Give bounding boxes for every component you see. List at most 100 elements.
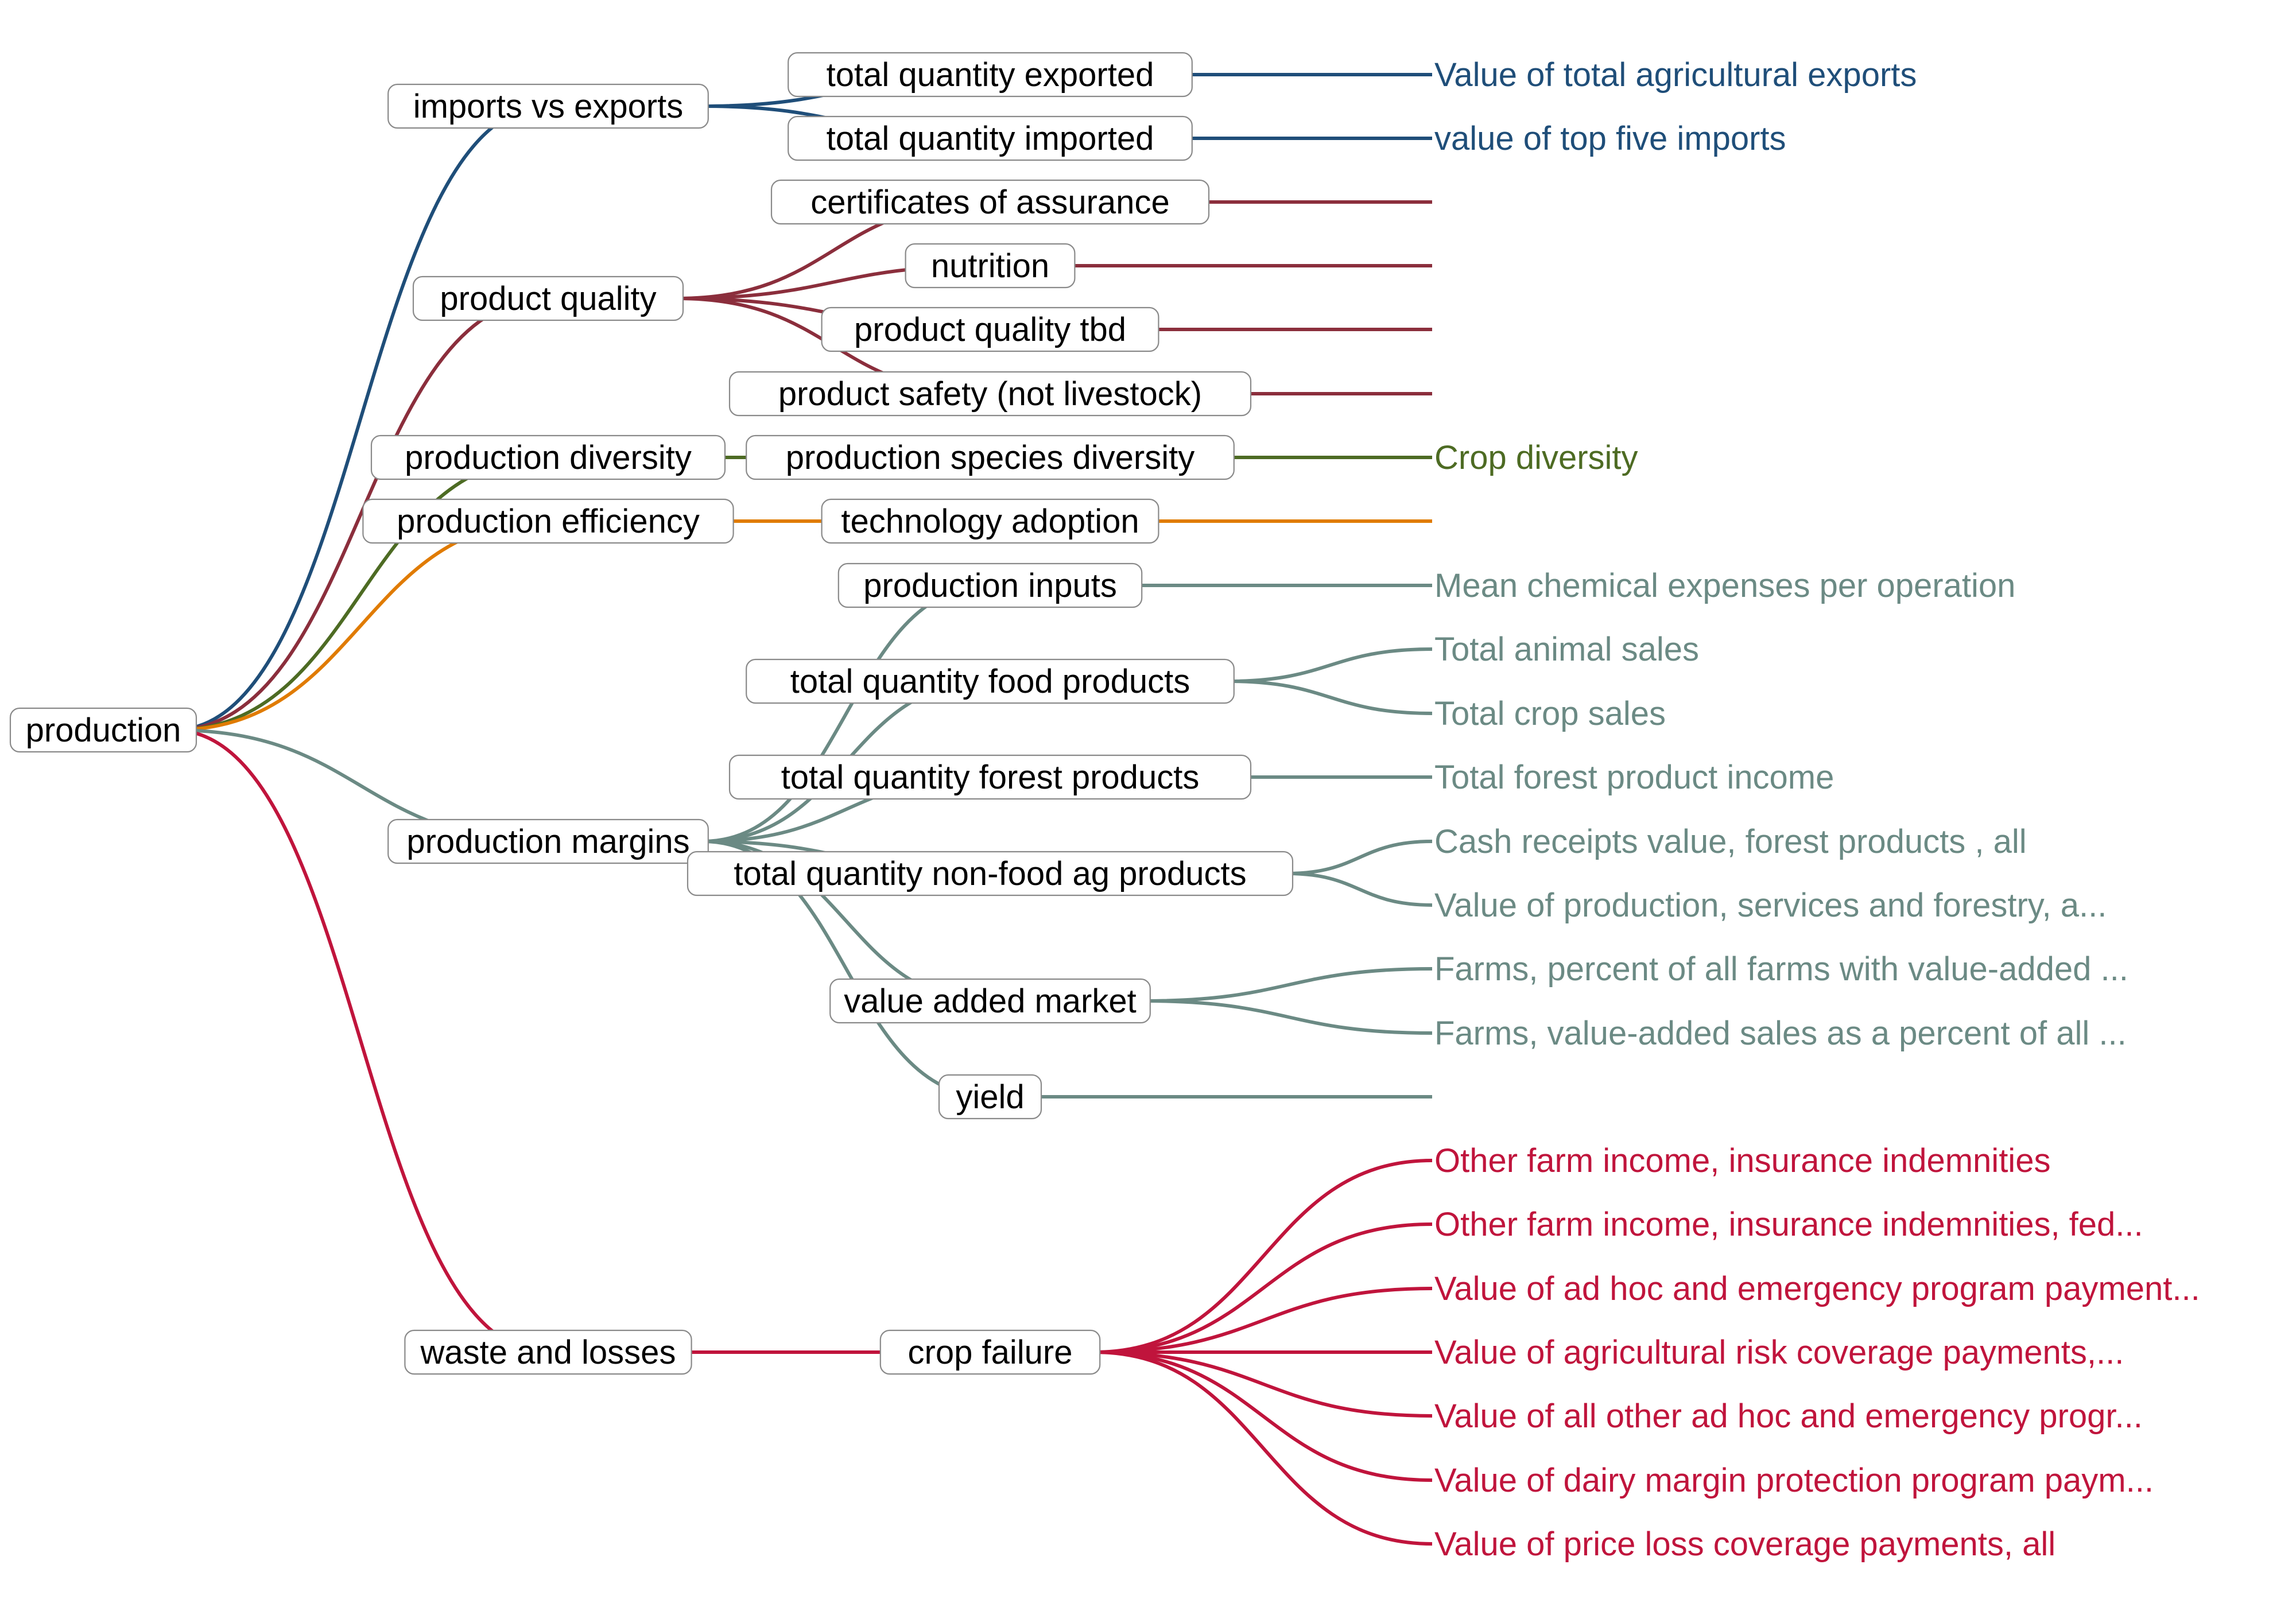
node-box <box>829 978 1151 1024</box>
node-label: product safety (not livestock) <box>778 375 1202 413</box>
node-box <box>728 371 1252 417</box>
leaf-label-total-forest-product-income: Total forest product income <box>1434 759 1834 796</box>
leaf-label-value-of-dairy-margin-protection-program-paym: Value of dairy margin protection program… <box>1434 1462 2154 1499</box>
node-label: total quantity imported <box>827 120 1154 157</box>
node-label: production species diversity <box>786 439 1194 476</box>
node-box <box>746 658 1235 704</box>
node-box <box>387 83 709 129</box>
node-label: production efficiency <box>397 503 700 540</box>
node-box <box>370 434 726 480</box>
leaf-label-total-animal-sales: Total animal sales <box>1434 631 1699 668</box>
node-total-quantity-non-food-ag-products[interactable]: total quantity non-food ag products <box>687 851 1294 896</box>
node-label: product quality <box>440 280 656 317</box>
node-box <box>9 707 197 753</box>
node-imports-vs-exports[interactable]: imports vs exports <box>387 83 709 129</box>
node-total-quantity-imported[interactable]: total quantity imported <box>788 115 1193 161</box>
leaf-label-farms-percent-of-all-farms-with-value-added: Farms, percent of all farms with value-a… <box>1434 950 2128 988</box>
edge-production-to-production-efficiency <box>173 519 549 732</box>
tree-edges <box>173 72 1433 1546</box>
leaf-label-value-of-top-five-imports: value of top five imports <box>1434 120 1786 157</box>
tree-nodes: Value of total agricultural exports value… <box>9 52 2200 1563</box>
node-box <box>788 52 1193 98</box>
node-label: yield <box>956 1078 1024 1116</box>
node-value-added-market[interactable]: value added market <box>829 978 1151 1024</box>
leaf-label-value-of-production-services-and-forestry-a: Value of production, services and forest… <box>1434 887 2107 924</box>
node-box <box>821 498 1159 544</box>
edge-total-quantity-food-products-to-leaf <box>1228 680 1433 715</box>
edge-crop-failure-to-leaf <box>1094 1350 1433 1546</box>
edge-production-to-production-diversity <box>173 456 549 732</box>
node-box <box>404 1329 692 1375</box>
node-product-quality-tbd[interactable]: product quality tbd <box>821 306 1159 352</box>
leaf-label-farms-value-added-sales-as-a-percent-of-all: Farms, value-added sales as a percent of… <box>1434 1015 2127 1052</box>
edge-production-to-waste-and-losses <box>173 728 549 1354</box>
leaf-label-value-of-agricultural-risk-coverage-payments: Value of agricultural risk coverage paym… <box>1434 1334 2124 1371</box>
edge-crop-failure-to-leaf <box>1094 1350 1433 1418</box>
node-box <box>905 243 1076 289</box>
leaf-label-value-of-all-other-ad-hoc-and-emergency-progr: Value of all other ad hoc and emergency … <box>1434 1398 2143 1435</box>
node-box <box>728 754 1252 800</box>
node-box <box>938 1074 1042 1120</box>
edge-crop-failure-to-leaf <box>1094 1350 1433 1482</box>
node-total-quantity-exported[interactable]: total quantity exported <box>788 52 1193 98</box>
node-production-diversity[interactable]: production diversity <box>370 434 726 480</box>
edge-production-to-imports-vs-exports <box>173 104 549 732</box>
node-box <box>770 179 1210 225</box>
node-product-quality[interactable]: product quality <box>412 275 684 321</box>
edge-value-added-market-to-leaf <box>1144 967 1433 1003</box>
leaf-label-cash-receipts-value-forest-products-all: Cash receipts value, forest products , a… <box>1434 823 2027 860</box>
node-production-efficiency[interactable]: production efficiency <box>362 498 734 544</box>
node-label: technology adoption <box>841 503 1139 540</box>
node-production[interactable]: production <box>9 707 197 753</box>
node-label: production margins <box>406 823 689 860</box>
edge-crop-failure-to-leaf <box>1094 1222 1433 1354</box>
node-label: nutrition <box>931 247 1049 285</box>
edge-production-margins-to-production-inputs <box>702 584 991 843</box>
node-box <box>387 818 709 864</box>
edge-production-to-product-quality <box>173 297 549 732</box>
leaf-label-value-of-total-agricultural-exports: Value of total agricultural exports <box>1434 56 1917 94</box>
node-label: waste and losses <box>420 1334 676 1371</box>
node-label: production inputs <box>863 567 1117 604</box>
leaf-label-value-of-ad-hoc-and-emergency-program-payment: Value of ad hoc and emergency program pa… <box>1434 1270 2200 1307</box>
node-box <box>746 434 1235 480</box>
node-product-safety-not-livestock[interactable]: product safety (not livestock) <box>728 371 1252 417</box>
edge-crop-failure-to-leaf <box>1094 1159 1433 1354</box>
node-nutrition[interactable]: nutrition <box>905 243 1076 289</box>
node-technology-adoption[interactable]: technology adoption <box>821 498 1159 544</box>
node-box <box>412 275 684 321</box>
edge-total-quantity-non-food-ag-products-to-leaf <box>1286 840 1433 875</box>
node-box <box>821 306 1159 352</box>
leaf-label-total-crop-sales: Total crop sales <box>1434 695 1666 732</box>
node-production-inputs[interactable]: production inputs <box>837 562 1143 608</box>
node-production-margins[interactable]: production margins <box>387 818 709 864</box>
leaf-label-mean-chemical-expenses-per-operation: Mean chemical expenses per operation <box>1434 567 2015 604</box>
node-box <box>687 851 1294 896</box>
node-label: imports vs exports <box>413 88 684 125</box>
node-box <box>837 562 1143 608</box>
node-label: crop failure <box>908 1334 1073 1371</box>
node-yield[interactable]: yield <box>938 1074 1042 1120</box>
node-certificates-of-assurance[interactable]: certificates of assurance <box>770 179 1210 225</box>
edge-value-added-market-to-leaf <box>1144 999 1433 1035</box>
node-production-species-diversity[interactable]: production species diversity <box>746 434 1235 480</box>
leaf-label-other-farm-income-insurance-indemnities: Other farm income, insurance indemnities <box>1434 1142 2050 1179</box>
node-label: total quantity exported <box>827 56 1154 94</box>
node-label: product quality tbd <box>854 311 1126 348</box>
node-label: certificates of assurance <box>810 184 1169 221</box>
leaf-label-crop-diversity: Crop diversity <box>1434 439 1638 476</box>
node-box <box>788 115 1193 161</box>
leaf-label-value-of-price-loss-coverage-payments-all: Value of price loss coverage payments, a… <box>1434 1526 2055 1563</box>
node-waste-and-losses[interactable]: waste and losses <box>404 1329 692 1375</box>
node-label: total quantity non-food ag products <box>734 855 1246 892</box>
node-label: total quantity food products <box>790 663 1190 700</box>
node-label: production diversity <box>405 439 692 476</box>
node-label: production <box>26 712 181 749</box>
node-total-quantity-forest-products[interactable]: total quantity forest products <box>728 754 1252 800</box>
node-box <box>362 498 734 544</box>
node-crop-failure[interactable]: crop failure <box>879 1329 1101 1375</box>
node-total-quantity-food-products[interactable]: total quantity food products <box>746 658 1235 704</box>
node-label: total quantity forest products <box>781 759 1200 796</box>
node-label: value added market <box>844 983 1136 1020</box>
